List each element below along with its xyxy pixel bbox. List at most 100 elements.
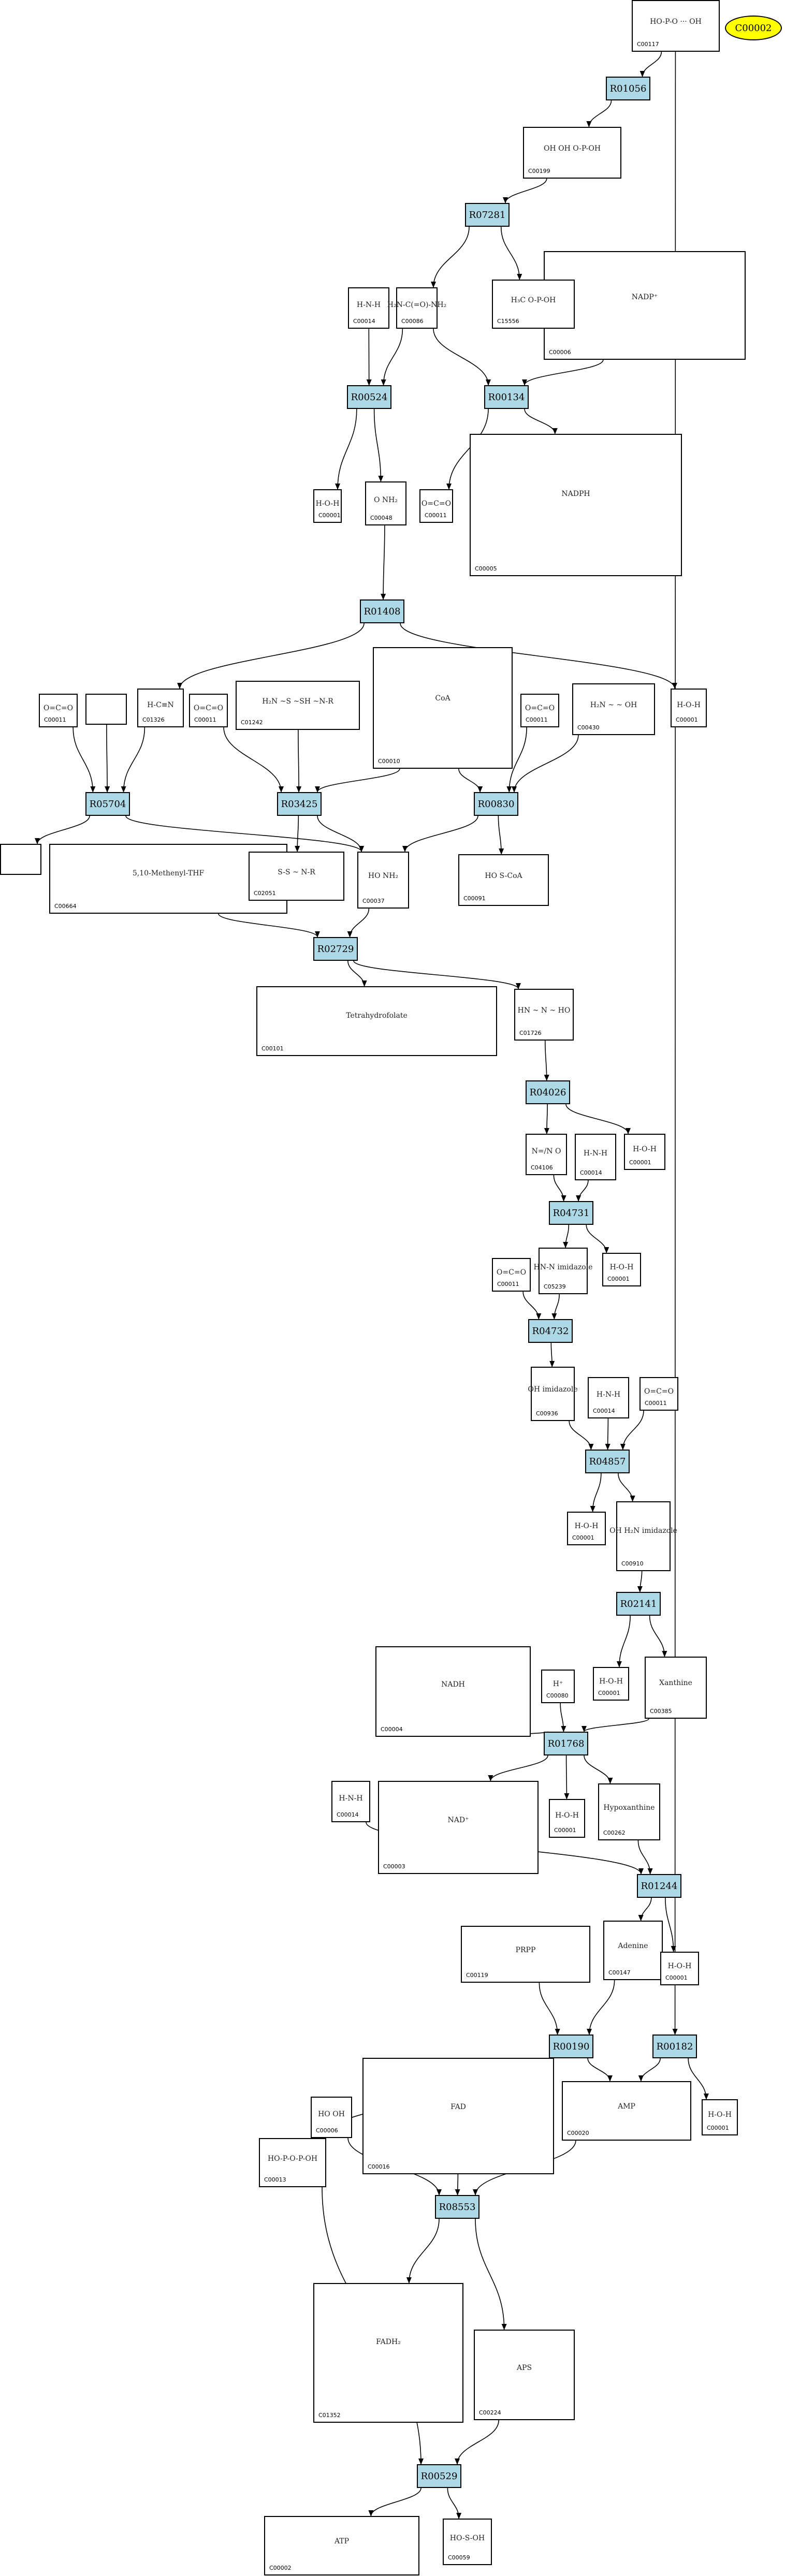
compound-C00006[interactable]: NADP⁺C00006 bbox=[544, 251, 746, 360]
edge-C00199-R07281 bbox=[503, 178, 547, 203]
reaction-R04026[interactable]: R04026 bbox=[526, 1080, 570, 1104]
reaction-R01768[interactable]: R01768 bbox=[544, 1732, 588, 1755]
edge-C00006-R00134 bbox=[522, 359, 604, 386]
reaction-R02729[interactable]: R02729 bbox=[313, 937, 358, 961]
reaction-id: R07281 bbox=[469, 209, 506, 221]
edge-R00529-C00002 bbox=[368, 2487, 421, 2516]
reaction-R02141[interactable]: R02141 bbox=[616, 1592, 661, 1616]
reaction-id: R04857 bbox=[589, 1456, 626, 1467]
reaction-R00524[interactable]: R00524 bbox=[347, 385, 391, 409]
edge-R02141-C00001f bbox=[616, 1615, 631, 1667]
compound-id: C00001 bbox=[707, 2125, 729, 2131]
reaction-R07281[interactable]: R07281 bbox=[465, 203, 510, 227]
edge-C00011b-R05704 bbox=[72, 727, 96, 793]
reaction-id: R00524 bbox=[351, 391, 388, 403]
edge-C00224-R00529 bbox=[455, 2420, 499, 2465]
compound-structure-label: OH H₂N imidazole bbox=[609, 1527, 677, 1535]
reaction-R08553[interactable]: R08553 bbox=[435, 2195, 479, 2219]
edge-C00086-R00524 bbox=[381, 328, 403, 386]
reaction-R00529[interactable]: R00529 bbox=[417, 2464, 461, 2488]
reaction-R04731[interactable]: R04731 bbox=[549, 1201, 593, 1225]
edge-R01768-C00003 bbox=[488, 1755, 548, 1781]
compound-structure-label: CoA bbox=[435, 694, 450, 703]
reaction-R03425[interactable]: R03425 bbox=[277, 792, 322, 816]
compound-id: C00117 bbox=[637, 41, 659, 48]
reaction-R01244[interactable]: R01244 bbox=[637, 1874, 681, 1898]
compound-id: C00011 bbox=[526, 716, 548, 723]
edge-R08553-C00224 bbox=[475, 2218, 507, 2330]
reaction-R04732[interactable]: R04732 bbox=[528, 1319, 573, 1343]
compound-structure-label: HN ~ N ~ HO bbox=[517, 1006, 571, 1015]
reaction-R04857[interactable]: R04857 bbox=[585, 1450, 630, 1473]
reaction-R05704[interactable]: R05704 bbox=[85, 792, 130, 816]
compound-blank1[interactable] bbox=[85, 694, 127, 725]
reaction-R01408[interactable]: R01408 bbox=[360, 599, 404, 623]
target-node-C00002[interactable]: C00002 bbox=[725, 16, 782, 40]
compound-C00080[interactable]: H⁺C00080 bbox=[541, 1670, 575, 1703]
edge-C00048-R01408 bbox=[381, 525, 386, 600]
reaction-R01056[interactable]: R01056 bbox=[606, 77, 650, 100]
compound-C00003[interactable]: NAD⁺C00003 bbox=[378, 1781, 539, 1874]
edge-R00830-C00091 bbox=[498, 815, 504, 855]
edge-R00524-C00001a bbox=[335, 408, 357, 490]
compound-blank2[interactable] bbox=[0, 844, 41, 875]
reaction-R00190[interactable]: R00190 bbox=[549, 2035, 593, 2058]
reaction-R00830[interactable]: R00830 bbox=[474, 792, 518, 816]
reaction-R00182[interactable]: R00182 bbox=[652, 2035, 697, 2058]
compound-id: C00013 bbox=[264, 2176, 286, 2183]
reaction-R00134[interactable]: R00134 bbox=[484, 385, 529, 409]
